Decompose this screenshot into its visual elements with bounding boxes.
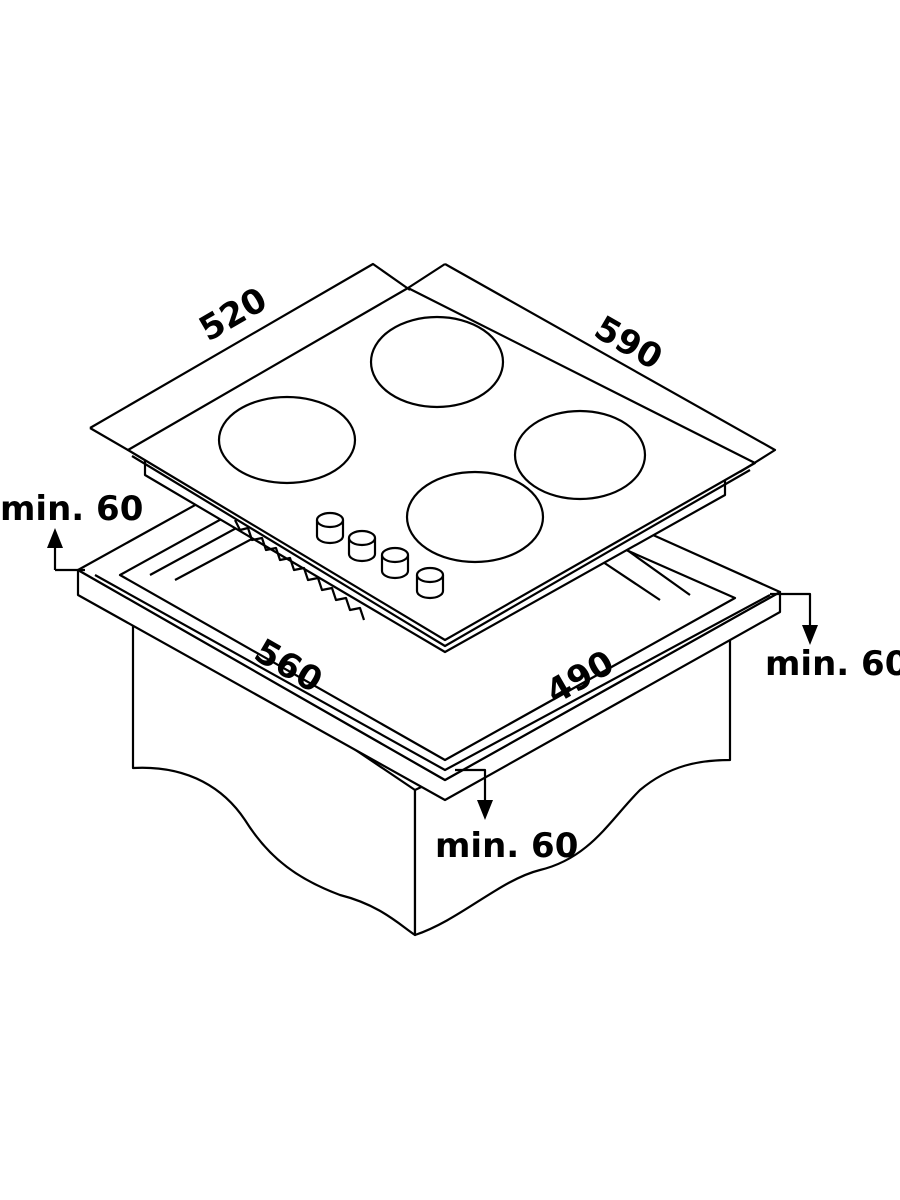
arrow-up-icon [47,528,63,548]
control-knobs [315,511,445,600]
clearance-back-label: min. 60 [0,489,143,529]
burner-left [217,395,357,485]
clearance-side-label: min. 60 [765,644,900,684]
burner-right [513,409,647,501]
burner-front [405,470,545,564]
clearance-front-label: min. 60 [435,826,578,866]
arrow-down-icon [477,800,493,820]
hob [126,286,757,654]
hob-edge-tabs [234,519,366,621]
cabinet [131,598,732,937]
dimension-520: 520 [193,280,274,350]
burner-back [369,315,505,409]
arrow-down-icon [802,625,818,645]
dimension-lines [47,262,818,820]
